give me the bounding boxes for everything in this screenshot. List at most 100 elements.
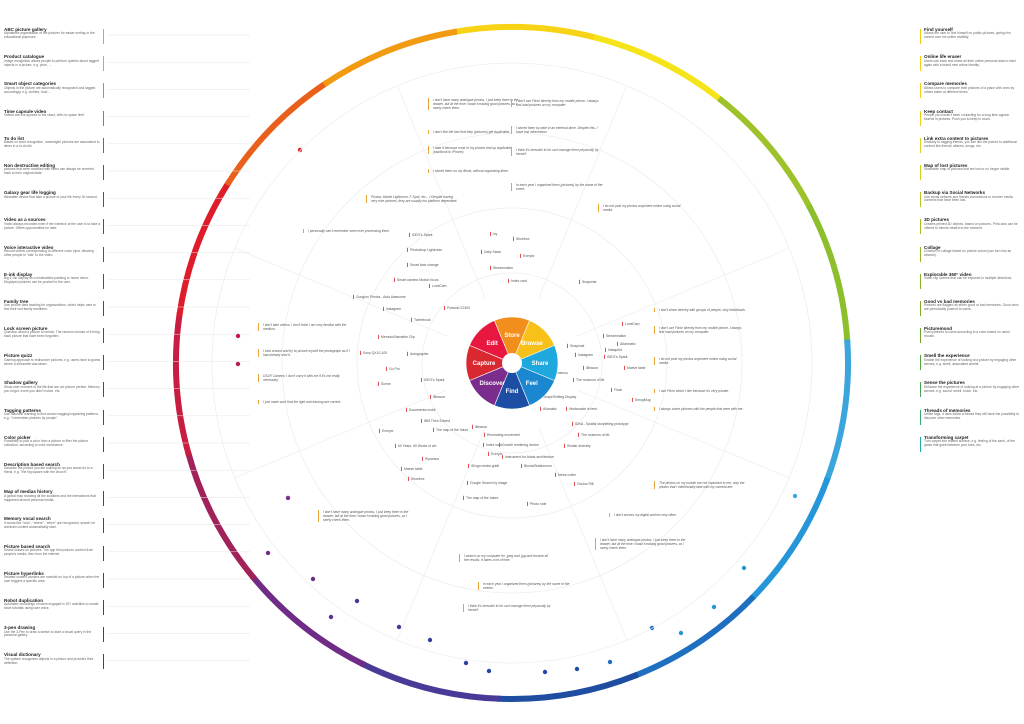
feature-description: Based on word recognition, meaningful pi… bbox=[4, 140, 100, 149]
tool-marker bbox=[611, 387, 612, 392]
feature-title: Robot duplication bbox=[4, 597, 44, 603]
user-quote: I always share pictures with the people … bbox=[654, 407, 747, 412]
sector-spoke bbox=[396, 427, 486, 641]
tool-label: LumiCam bbox=[625, 322, 640, 326]
outer-ring-segment bbox=[360, 660, 501, 702]
tool-marker bbox=[622, 321, 623, 326]
tool-marker bbox=[353, 294, 354, 299]
feature-description: Shareable map of pictures that are lost … bbox=[924, 167, 1011, 172]
feature-title: Backup via Social Networks bbox=[924, 190, 986, 196]
feature-dot bbox=[542, 669, 548, 675]
user-quote: I personally can't remember seen ever pr… bbox=[303, 229, 396, 234]
feature-dot bbox=[328, 614, 334, 620]
feature-title: Description based search bbox=[4, 462, 60, 467]
feature-description: Wearable device that take a picture of y… bbox=[4, 194, 98, 199]
feature-dot bbox=[463, 660, 469, 666]
tool-label: Scene bbox=[381, 382, 391, 386]
feature-description: Push pictures to users according to a co… bbox=[924, 330, 1011, 339]
tool-label: Autographer bbox=[410, 352, 430, 356]
tool-label: SmugMug bbox=[635, 398, 651, 402]
feature-description: Use the 3-Pen to draw a sketch to start … bbox=[4, 629, 92, 638]
user-quote: I don't have many analogue photos, I jus… bbox=[595, 538, 688, 551]
guide-ring bbox=[281, 132, 743, 594]
tool-label: Smart camera Motion focus bbox=[397, 278, 439, 282]
tool-marker bbox=[407, 247, 408, 252]
outer-ring-segment bbox=[250, 574, 367, 668]
tool-label: Allumnatic bbox=[620, 342, 636, 346]
feature-title: E-ink display bbox=[4, 271, 33, 277]
feature-dot bbox=[792, 493, 798, 499]
feature-title: 3D pictures bbox=[924, 217, 950, 223]
tool-label: Documenta mobil bbox=[409, 408, 436, 412]
feature-title: Picture quizz bbox=[4, 353, 33, 359]
tool-marker bbox=[527, 501, 528, 506]
tool-label: iBeacon bbox=[586, 366, 598, 370]
center-segment-discover[interactable] bbox=[469, 362, 513, 406]
feature-dot bbox=[741, 565, 747, 571]
feature-title: Transforming carpet bbox=[924, 434, 969, 440]
tool-label: Streamnation bbox=[606, 334, 626, 338]
feature-dot bbox=[607, 659, 613, 665]
tool-label: Everpix bbox=[491, 452, 503, 456]
tool-label: LumiCam bbox=[432, 284, 447, 288]
tool-label: Index card bbox=[511, 279, 527, 283]
feature-description: Allows the user to find himself on publi… bbox=[924, 31, 1011, 40]
feature-dot bbox=[235, 361, 241, 367]
user-quote: I don't take videos. I don't think I am … bbox=[258, 323, 351, 332]
tool-marker bbox=[360, 350, 361, 355]
feature-title: To do list bbox=[4, 135, 25, 141]
feature-title: Link extra content to pictures bbox=[924, 135, 989, 141]
feature-description: Related content clusters are overlaid on… bbox=[4, 575, 100, 584]
tool-marker bbox=[555, 472, 556, 477]
tool-marker bbox=[422, 456, 423, 461]
feature-description: Video always recorded even if the intent… bbox=[4, 221, 101, 230]
tool-label: Instrument-for-blank-architecture bbox=[505, 455, 554, 459]
tool-marker bbox=[407, 351, 408, 356]
tool-label: Ivy bbox=[493, 232, 498, 236]
outer-ring-segment bbox=[496, 671, 639, 702]
feature-description: People you haven't been contacting for a… bbox=[924, 112, 1010, 121]
feature-title: Smell the experience bbox=[924, 353, 970, 359]
